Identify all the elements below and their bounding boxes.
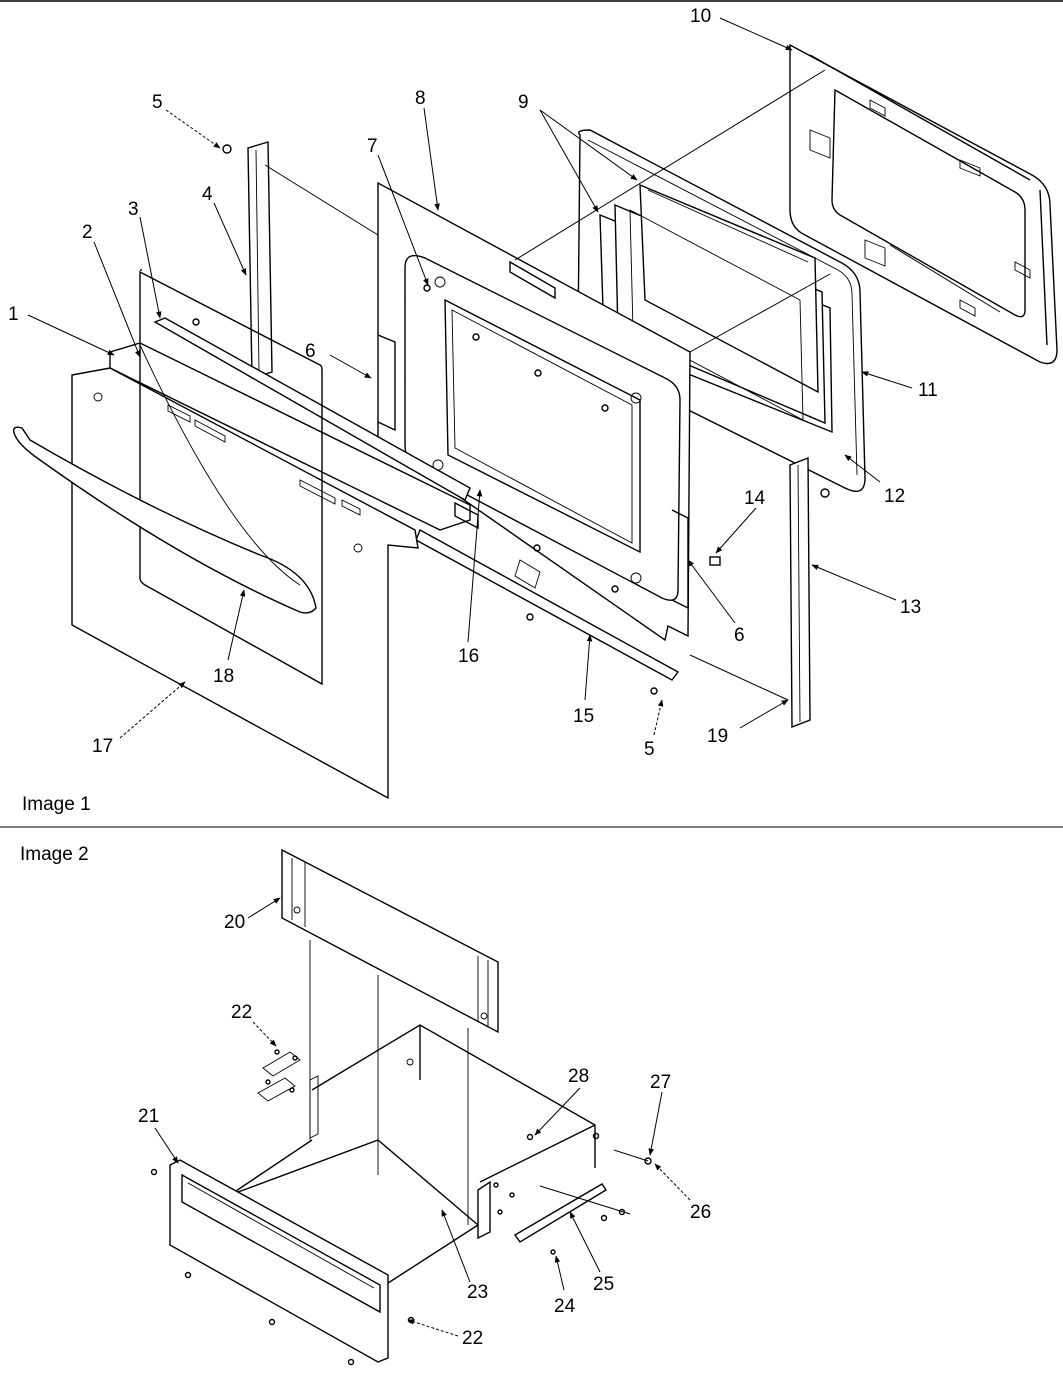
label-part-23: 23	[467, 1282, 488, 1303]
part-20-back-panel	[281, 848, 499, 1034]
label-part-27: 27	[650, 1072, 671, 1093]
leader-lines-image-2	[154, 897, 691, 1337]
label-part-15: 15	[573, 706, 594, 727]
label-part-13: 13	[900, 597, 921, 618]
part-10-rear-frame	[789, 43, 1058, 365]
label-part-16: 16	[458, 646, 479, 667]
label-part-11: 11	[918, 380, 938, 401]
label-part-17: 17	[92, 736, 113, 757]
part-4-left-rail	[247, 141, 273, 379]
label-part-8: 8	[415, 88, 426, 109]
label-part-7: 7	[367, 136, 378, 157]
image-1-oven-door-assembly: 1 2 3 4 5 6 7 8 9 10 11 12 13 6 14 16 15…	[8, 6, 1058, 815]
label-part-22-bottom: 22	[462, 1328, 483, 1349]
part-23-drawer-body	[229, 940, 596, 1286]
label-part-19: 19	[707, 726, 728, 747]
label-part-21: 21	[138, 1106, 159, 1127]
label-part-24: 24	[554, 1296, 576, 1317]
leader-lines-image-1	[27, 17, 913, 739]
part-15-bottom-channel	[415, 529, 680, 681]
label-part-12: 12	[884, 486, 905, 507]
label-part-4: 4	[202, 184, 213, 205]
label-part-22-top: 22	[231, 1002, 252, 1023]
label-part-14: 14	[744, 488, 766, 509]
label-part-20: 20	[224, 912, 245, 933]
part-9-glass-panes	[599, 183, 833, 434]
alignment-lines-image-1	[264, 69, 1001, 701]
caption-image-2: Image 2	[20, 844, 89, 865]
label-part-26: 26	[690, 1202, 711, 1223]
part-18-handle	[12, 344, 317, 614]
label-part-25: 25	[593, 1274, 614, 1295]
label-part-6-right: 6	[734, 625, 745, 646]
label-part-2: 2	[82, 222, 93, 243]
label-part-28: 28	[568, 1066, 589, 1087]
image-2-drawer-assembly: Image 2	[20, 844, 711, 1366]
part-21-drawer-front	[169, 1159, 389, 1363]
label-part-18: 18	[213, 666, 234, 687]
label-part-3: 3	[128, 199, 139, 220]
label-part-1: 1	[8, 304, 19, 325]
part-25-slide-rail	[477, 1180, 607, 1243]
caption-image-1: Image 1	[22, 794, 91, 815]
label-part-6-left: 6	[305, 341, 316, 362]
label-part-5-top: 5	[152, 92, 163, 113]
label-part-9: 9	[518, 92, 529, 113]
label-part-10: 10	[690, 6, 711, 27]
label-part-5-bottom: 5	[644, 739, 655, 760]
fasteners-image-1	[192, 144, 830, 695]
part-13-right-rail	[789, 456, 811, 729]
